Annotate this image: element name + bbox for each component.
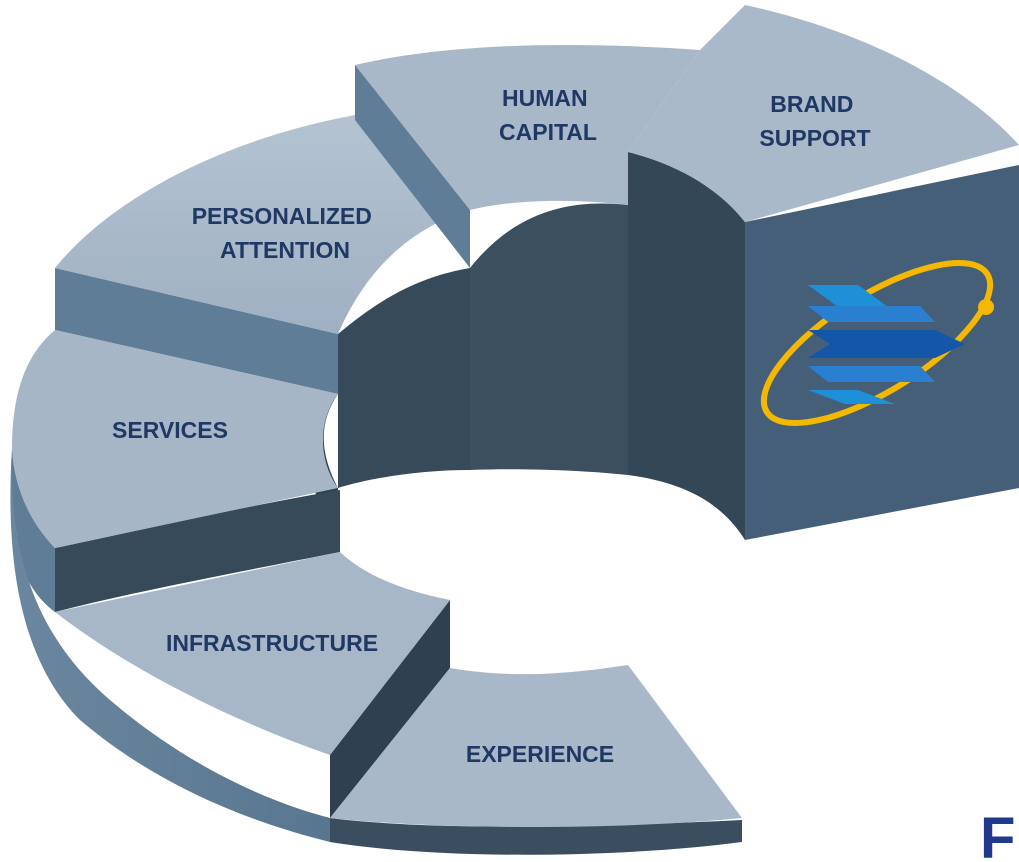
label-services: SERVICES [112, 417, 228, 443]
corner-letter: F [980, 806, 1015, 862]
segment-infrastructure [55, 552, 450, 755]
label-infrastructure: INFRASTRUCTURE [166, 630, 378, 656]
outer-wall-bottom [10, 448, 330, 842]
label-personalized-attention: PERSONALIZED ATTENTION [192, 203, 379, 263]
segment-experience [330, 665, 742, 827]
inner-lower-band [55, 490, 340, 612]
segment-personalized-attention [55, 115, 470, 334]
label-experience: EXPERIENCE [466, 741, 614, 767]
label-brand-support: BRAND SUPPORT [759, 91, 870, 151]
outer-wall-left [10, 448, 55, 612]
inner-core-center [470, 203, 628, 475]
inner-core-right [628, 152, 745, 540]
segment-human-capital [355, 45, 700, 210]
segment-human-capital-front [355, 65, 470, 268]
inner-infra-wall [330, 600, 450, 818]
inner-core-left [338, 268, 470, 488]
outer-wall-bottom-exp [330, 818, 742, 855]
segment-brand-support [628, 5, 1019, 222]
segment-services [12, 330, 338, 548]
outer-wall-pa [55, 268, 338, 394]
label-human-capital: HUMAN CAPITAL [499, 85, 597, 145]
airplane-orbit-logo-icon [760, 259, 994, 427]
